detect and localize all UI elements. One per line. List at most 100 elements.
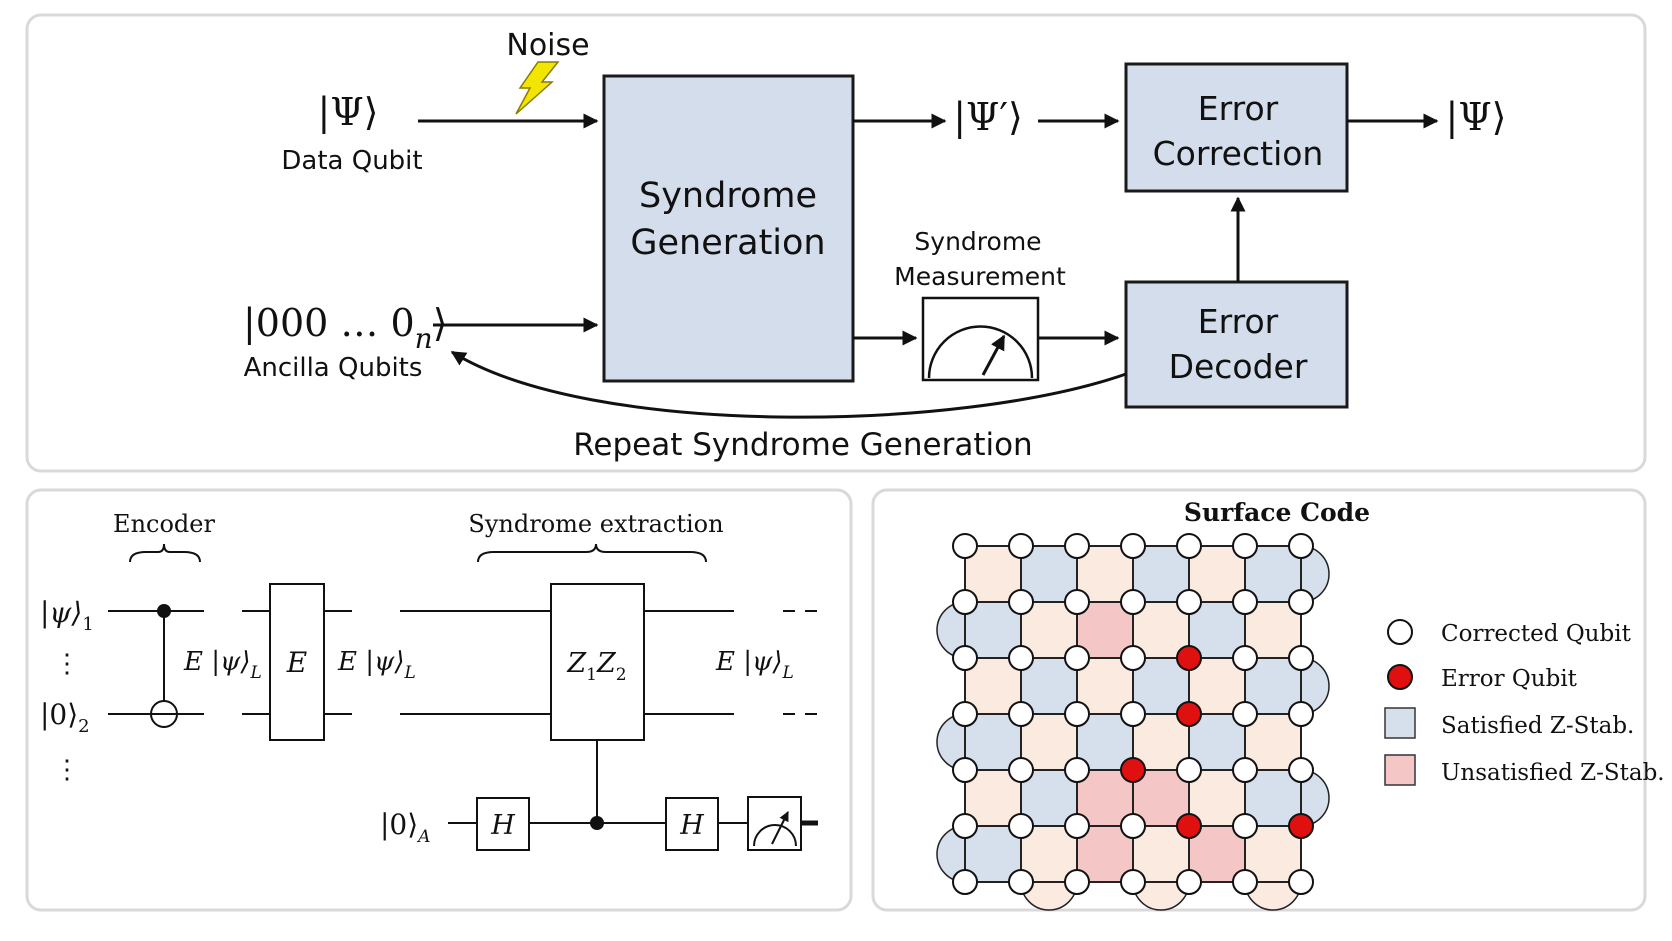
ancilla-label: Ancilla Qubits <box>244 353 423 383</box>
x-stabilizer <box>1245 826 1301 882</box>
svg-text:Z1Z2: Z1Z2 <box>566 648 626 685</box>
svg-text:Error Qubit: Error Qubit <box>1441 666 1578 692</box>
corrected-qubit <box>1064 701 1090 727</box>
corrected-qubit <box>1120 869 1146 895</box>
encoder-brace <box>129 543 201 563</box>
repeat-arrow <box>450 350 1127 419</box>
satisfied-stabilizer <box>1077 714 1133 770</box>
e-psi-label-3: E |ψ⟩L <box>715 647 794 683</box>
syndrome-extraction-label: Syndrome extraction <box>468 510 723 538</box>
corrected-qubit <box>1064 813 1090 839</box>
syndrome-generation-line2: Generation <box>630 223 825 263</box>
e-psi-label-2: E |ψ⟩L <box>337 647 416 683</box>
corrected-qubit <box>1288 757 1314 783</box>
x-stabilizer <box>1077 546 1133 602</box>
corrected-qubit <box>952 813 978 839</box>
legend-error-qubit: Error Qubit <box>1387 664 1578 692</box>
x-stabilizer <box>1189 658 1245 714</box>
circuit-panel: Encoder Syndrome extraction |ψ⟩1 ⋮ |0⟩2 … <box>25 488 853 912</box>
meter-icon <box>921 296 1040 382</box>
error-qubit <box>1176 645 1202 671</box>
svg-text:Satisfied Z-Stab.: Satisfied Z-Stab. <box>1441 713 1634 739</box>
satisfied-stabilizer <box>1021 770 1077 826</box>
cnot-gate <box>150 604 178 728</box>
corrected-qubit <box>1288 533 1314 559</box>
x-stabilizer <box>1189 770 1245 826</box>
syndrome-brace <box>477 543 707 563</box>
corrected-qubit <box>1176 869 1202 895</box>
satisfied-stabilizer <box>1245 658 1301 714</box>
repeat-label: Repeat Syndrome Generation <box>573 427 1032 463</box>
corrected-qubit <box>1008 701 1034 727</box>
corrected-qubit <box>1008 757 1034 783</box>
corrected-qubit <box>1064 869 1090 895</box>
svg-text:H: H <box>490 810 515 841</box>
corrected-qubit <box>1288 701 1314 727</box>
satisfied-stabilizer <box>1133 546 1189 602</box>
error-decoder-box <box>1124 280 1349 409</box>
psi-prime-state: |Ψ′⟩ <box>953 95 1023 139</box>
x-stabilizer <box>1245 602 1301 658</box>
lightning-bolt-icon <box>515 61 560 115</box>
corrected-qubit <box>1120 589 1146 615</box>
error-qubit <box>1176 813 1202 839</box>
corrected-qubit <box>1288 869 1314 895</box>
satisfied-stabilizer <box>1245 546 1301 602</box>
corrected-qubit <box>1064 533 1090 559</box>
e-psi-label-1: E |ψ⟩L <box>183 647 262 683</box>
corrected-qubit <box>1008 589 1034 615</box>
measurement-label-line2: Measurement <box>894 262 1066 291</box>
syndrome-generation-line1: Syndrome <box>639 176 817 216</box>
corrected-qubit <box>1120 701 1146 727</box>
corrected-qubit <box>1232 533 1258 559</box>
z1z2-gate: Z1Z2 <box>550 583 645 741</box>
corrected-qubit <box>1176 533 1202 559</box>
unsatisfied-stabilizer <box>1077 602 1133 658</box>
corrected-qubit <box>1232 757 1258 783</box>
x-stabilizer <box>1245 714 1301 770</box>
corrected-qubit <box>1232 701 1258 727</box>
x-stabilizer <box>1021 602 1077 658</box>
x-stabilizer <box>965 658 1021 714</box>
error-qubit <box>1120 757 1146 783</box>
x-stabilizer <box>1021 826 1077 882</box>
data-qubit-label: Data Qubit <box>281 146 422 176</box>
unsatisfied-stabilizer <box>1189 826 1245 882</box>
ancilla-subscript: n <box>415 322 433 355</box>
corrected-qubit <box>952 589 978 615</box>
surface-lattice <box>936 533 1330 911</box>
vdots-2: ⋮ <box>54 755 80 785</box>
vdots-1: ⋮ <box>54 649 80 679</box>
satisfied-stabilizer <box>1245 770 1301 826</box>
satisfied-stabilizer <box>1021 546 1077 602</box>
corrected-qubit <box>1008 869 1034 895</box>
ancilla-control-dot <box>590 816 604 830</box>
x-stabilizer <box>1077 658 1133 714</box>
error-decoder-line2: Decoder <box>1169 347 1308 386</box>
x-stabilizer <box>1133 714 1189 770</box>
error-correction-box <box>1124 62 1349 193</box>
corrected-qubit <box>1008 813 1034 839</box>
ancilla-zero-label: |0⟩A <box>380 808 430 847</box>
corrected-qubit <box>1232 645 1258 671</box>
psi1-label: |ψ⟩1 <box>40 596 94 635</box>
corrected-qubit <box>1288 645 1314 671</box>
surface-code-panel: Surface Code Corrected Qubit Error Qubit… <box>871 488 1665 912</box>
legend-unsatisfied-stabilizer: Unsatisfied Z-Stab. <box>1384 754 1665 786</box>
corrected-qubit <box>952 757 978 783</box>
corrected-qubit <box>1232 813 1258 839</box>
satisfied-stabilizer <box>1189 714 1245 770</box>
corrected-qubit <box>952 533 978 559</box>
corrected-qubit <box>1120 645 1146 671</box>
surface-code-title: Surface Code <box>1184 498 1370 527</box>
satisfied-stabilizer <box>965 826 1021 882</box>
measurement-label-line1: Syndrome <box>914 227 1041 256</box>
error-qubit <box>1288 813 1314 839</box>
corrected-qubit <box>1232 869 1258 895</box>
x-stabilizer <box>1021 714 1077 770</box>
satisfied-stabilizer <box>1189 602 1245 658</box>
error-qubit <box>1176 701 1202 727</box>
corrected-qubit <box>1288 589 1314 615</box>
corrected-qubit <box>1008 645 1034 671</box>
